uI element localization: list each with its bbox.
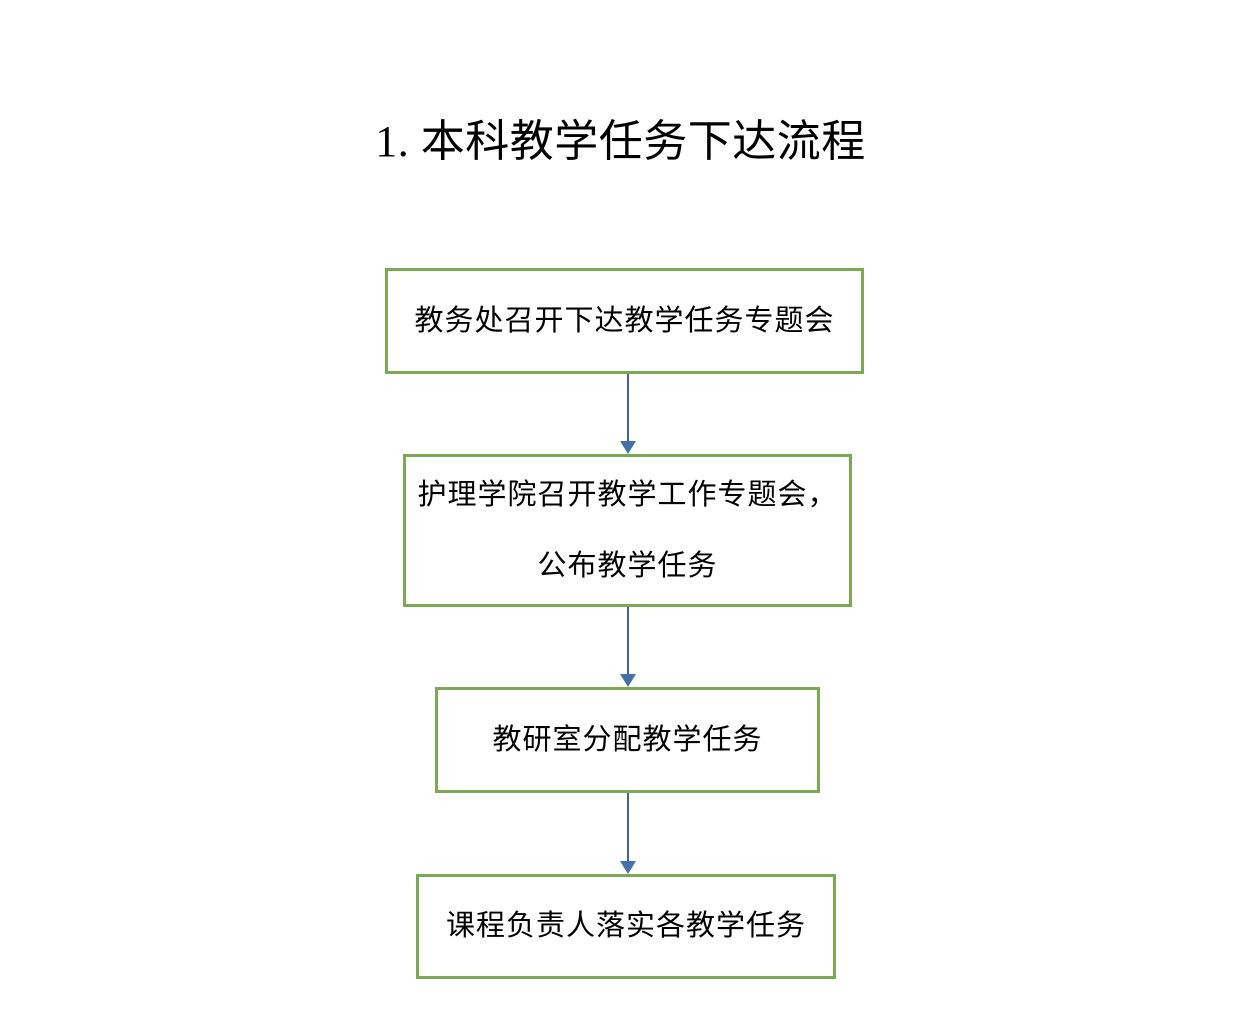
connector-step-1-to-step-2 (616, 374, 640, 454)
flow-node-step-2-line-1: 护理学院召开教学工作专题会， (417, 478, 838, 511)
flow-node-step-2[interactable]: 护理学院召开教学工作专题会， 公布教学任务 (403, 454, 852, 607)
flow-node-step-3-line-1: 教研室分配教学任务 (492, 723, 763, 756)
page-title: 1. 本科教学任务下达流程 (375, 117, 866, 166)
flow-node-step-4[interactable]: 课程负责人落实各教学任务 (416, 874, 836, 979)
connector-step-2-to-step-3 (616, 607, 640, 687)
flow-node-step-1-line-1: 教务处召开下达教学任务专题会 (414, 304, 835, 337)
arrow-down-icon (620, 441, 636, 454)
flow-node-step-1[interactable]: 教务处召开下达教学任务专题会 (385, 268, 864, 374)
arrow-down-icon (620, 674, 636, 687)
flow-node-step-3[interactable]: 教研室分配教学任务 (435, 687, 820, 793)
flow-node-step-2-line-2: 公布教学任务 (537, 549, 718, 582)
connector-line (627, 607, 629, 675)
connector-step-3-to-step-4 (616, 793, 640, 874)
connector-line (627, 374, 629, 442)
connector-line (627, 793, 629, 862)
flow-node-step-4-line-1: 课程负责人落实各教学任务 (445, 910, 806, 942)
arrow-down-icon (620, 861, 636, 874)
